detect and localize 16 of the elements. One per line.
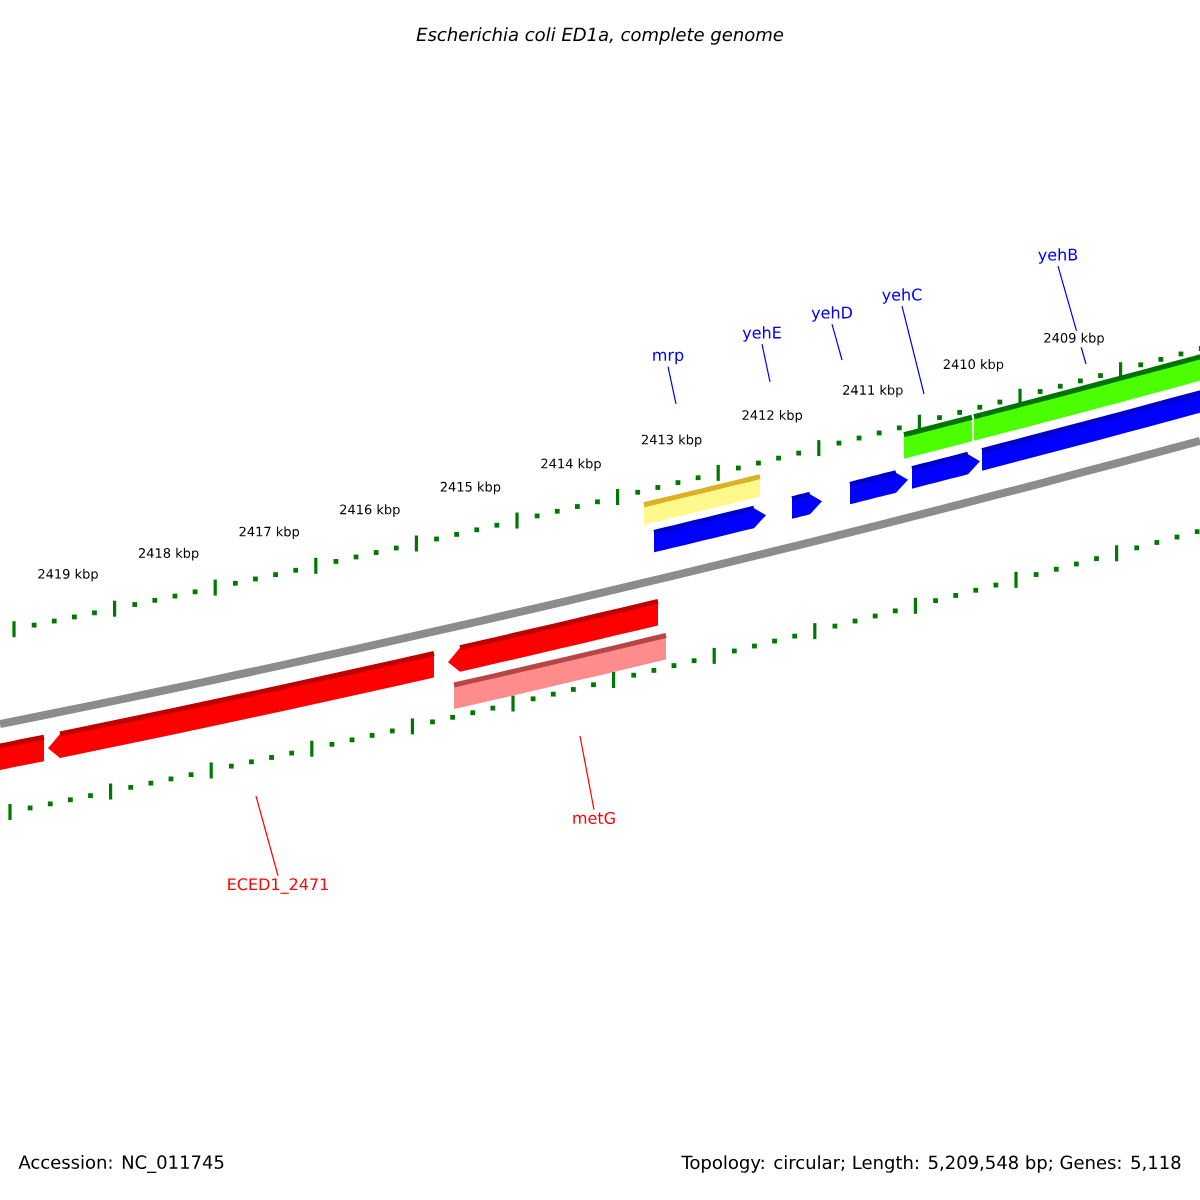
title: Escherichia coli ED1a, complete genome xyxy=(416,27,784,45)
leader-line xyxy=(901,305,925,395)
leader-line xyxy=(831,323,843,361)
footer-text: Topology: circular; Length: 5,209,548 bp; Genes: 5,118 xyxy=(681,1155,1181,1173)
gene-label: metG xyxy=(573,811,615,825)
leader-line xyxy=(761,343,771,383)
gene-label: yehC xyxy=(882,288,922,304)
gene-label: mrp xyxy=(653,351,684,365)
leader-line xyxy=(579,735,595,811)
footer-text: Accession: NC_011745 xyxy=(18,1155,224,1173)
gene-label: yehE xyxy=(742,326,781,342)
gene-label: ECED1_2471 xyxy=(228,878,328,894)
gene-label: yehD xyxy=(811,306,852,322)
leader-line xyxy=(255,795,279,877)
leader-line xyxy=(667,365,677,405)
gene-label: yehB xyxy=(1038,248,1078,264)
